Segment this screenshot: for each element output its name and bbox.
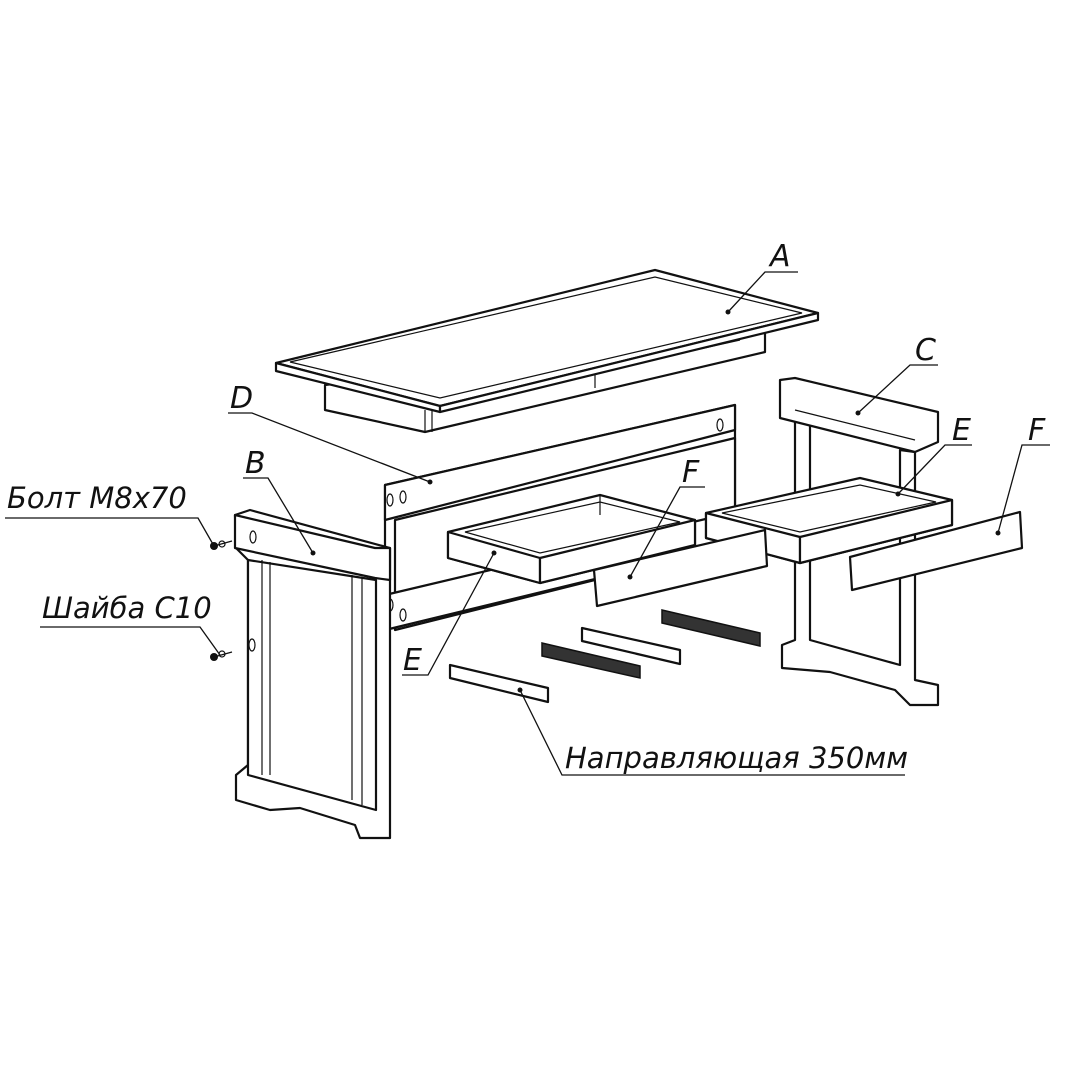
part-e-left-drawer [446, 493, 697, 585]
part-b-left-leg [233, 508, 392, 840]
label-f-right: F [1028, 413, 1046, 448]
part-c-right-leg [778, 376, 940, 707]
label-washer: Шайба С10 [42, 591, 212, 625]
washer-icon [210, 650, 233, 661]
leader-lines [5, 271, 1050, 776]
label-b: B [245, 446, 266, 481]
label-e-left: E [403, 643, 422, 678]
label-bolt: Болт М8х70 [7, 481, 187, 515]
label-c: C [915, 333, 936, 368]
label-rail: Направляющая 350мм [565, 741, 908, 775]
part-a-tabletop [274, 268, 820, 434]
label-e-right: E [952, 413, 971, 448]
label-a: A [768, 239, 791, 274]
drawer-rails [448, 609, 761, 704]
label-d: D [230, 381, 253, 416]
part-f-left-front [592, 528, 769, 608]
label-f-left: F [682, 455, 700, 490]
